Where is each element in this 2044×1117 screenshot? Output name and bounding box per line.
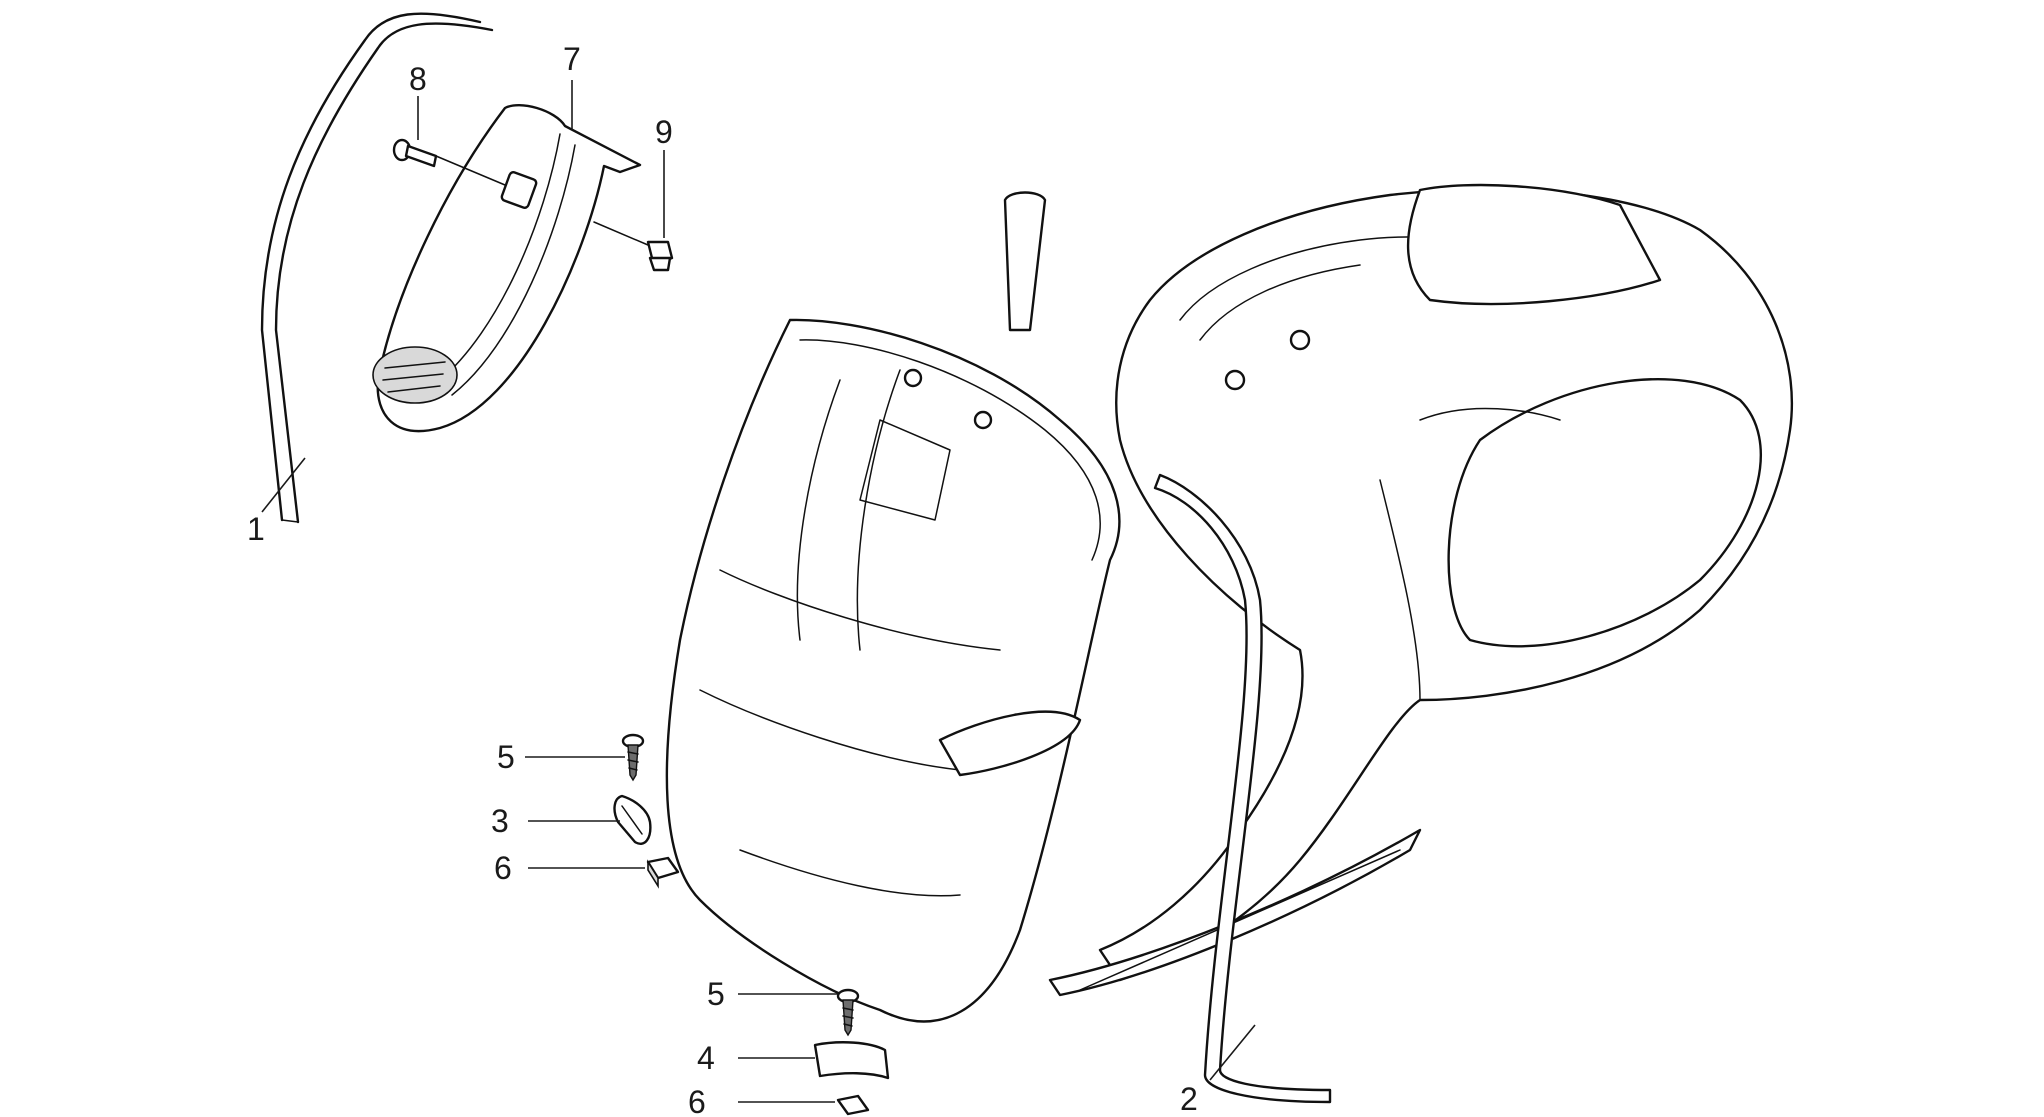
part-front-legshield [665, 191, 1121, 1023]
part-5-screw-upper [621, 733, 645, 782]
part-5-screw-lower [836, 988, 860, 1037]
callout-2: 2 [1180, 1081, 1198, 1117]
leader-2 [1209, 1024, 1256, 1081]
part-floor-footrest [1048, 828, 1422, 997]
part-3-clip [613, 794, 652, 845]
callout-5a: 5 [497, 739, 515, 775]
part-7-horn-cover [372, 104, 642, 433]
callout-5b: 5 [707, 976, 725, 1012]
callout-6a: 6 [494, 850, 512, 886]
part-rear-body [1098, 183, 1794, 982]
callout-3: 3 [491, 803, 509, 839]
part-6-nut-lower [836, 1094, 870, 1116]
part-6-nut-upper [646, 856, 680, 889]
callout-9: 9 [655, 114, 673, 150]
leader-1 [261, 457, 306, 513]
callout-1: 1 [247, 511, 265, 547]
part-9-clip [593, 221, 674, 272]
callout-labels: 1 2 3 4 5 5 6 6 7 8 9 [247, 41, 1198, 1117]
callout-7: 7 [563, 41, 581, 77]
callout-4: 4 [697, 1040, 715, 1076]
part-4-cover-plate [813, 1041, 890, 1080]
part-1-edge-trim [260, 12, 494, 524]
callout-8: 8 [409, 61, 427, 97]
part-2-sealing-strip [1153, 473, 1332, 1104]
callout-leaders [261, 80, 1256, 1103]
callout-6b: 6 [688, 1084, 706, 1117]
part-8-screw [392, 138, 506, 186]
